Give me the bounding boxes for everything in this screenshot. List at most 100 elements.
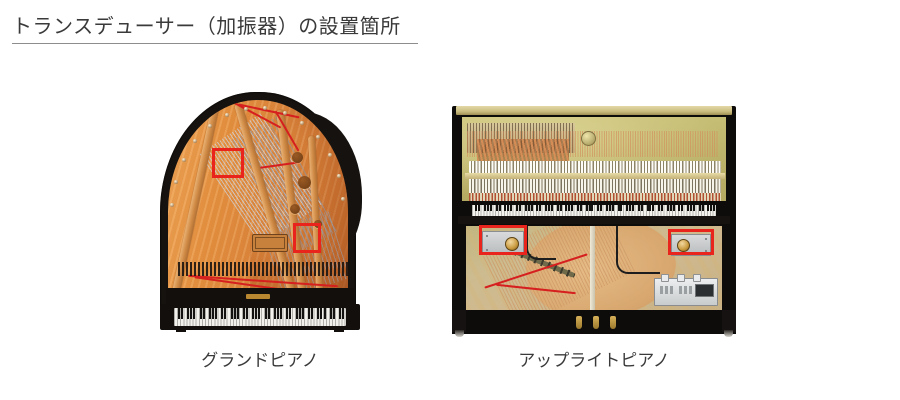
piano-black-key xyxy=(545,205,547,211)
piano-black-key xyxy=(286,308,289,319)
piano-black-key xyxy=(475,205,478,211)
grand-piano-plate-stud xyxy=(181,158,186,162)
upright-piano-pedal xyxy=(576,316,582,329)
piano-black-key xyxy=(530,205,533,211)
grand-piano-damper-row xyxy=(178,262,348,276)
grand-piano-plate-stud xyxy=(244,107,249,111)
grand-piano-plate-stud xyxy=(173,179,178,184)
piano-black-key xyxy=(516,205,518,211)
upright-piano-highlight-box-2 xyxy=(668,229,714,255)
piano-black-key xyxy=(608,205,611,211)
grand-piano-keyboard xyxy=(174,308,346,326)
grand-piano-plate-hole xyxy=(290,204,300,214)
piano-black-key xyxy=(255,308,258,319)
upright-piano-keyboard xyxy=(472,205,716,216)
upright-piano-wippen-row xyxy=(469,193,721,201)
grand-piano-plate-stud xyxy=(263,106,268,111)
grand-piano-plate-stud xyxy=(207,123,212,128)
piano-black-key xyxy=(652,205,655,211)
piano-black-key xyxy=(264,308,267,319)
grand-piano-plate-stud xyxy=(300,120,305,125)
piano-black-key xyxy=(177,308,180,319)
page-title: トランスデューサー（加振器）の設置箇所 xyxy=(12,16,401,38)
piano-black-key xyxy=(190,308,193,319)
piano-black-key xyxy=(550,205,553,211)
piano-black-key xyxy=(576,205,579,211)
grand-piano-stud-ring xyxy=(168,100,348,298)
piano-black-key xyxy=(510,205,513,211)
transducer-bolt xyxy=(486,249,488,251)
piano-black-key xyxy=(666,205,669,211)
piano-black-key xyxy=(710,205,713,211)
piano-black-key xyxy=(489,205,492,211)
caption-grand-piano: グランドピアノ xyxy=(201,351,319,370)
piano-black-key xyxy=(317,308,320,319)
piano-black-key xyxy=(487,205,489,211)
control-unit-jack xyxy=(693,274,701,282)
piano-black-key xyxy=(242,308,245,319)
transducer-driver-icon xyxy=(677,239,690,252)
piano-black-key xyxy=(484,205,487,211)
upright-piano-cable xyxy=(526,226,556,260)
grand-piano-soundboard xyxy=(168,100,348,298)
transducer-bolt xyxy=(486,235,488,237)
piano-black-key xyxy=(556,205,559,211)
piano-black-key xyxy=(585,205,588,211)
grand-piano-plate-stud xyxy=(193,139,198,144)
upright-piano-top-rail xyxy=(456,106,732,115)
piano-black-key xyxy=(524,205,527,211)
piano-black-key xyxy=(187,308,190,319)
piano-black-key xyxy=(208,308,211,319)
piano-black-key xyxy=(629,205,632,211)
control-unit-jack xyxy=(661,274,669,282)
grand-piano-plate-hole xyxy=(298,176,311,189)
piano-black-key xyxy=(527,205,530,211)
piano-black-key xyxy=(308,308,310,319)
grand-piano-plate-stud xyxy=(315,135,320,140)
piano-black-key xyxy=(617,205,620,211)
upright-piano-leg xyxy=(722,310,736,332)
piano-black-key xyxy=(672,205,675,211)
piano-black-key xyxy=(681,205,684,211)
piano-black-key xyxy=(339,308,341,319)
piano-black-key xyxy=(579,205,582,211)
piano-black-key xyxy=(289,308,292,319)
piano-black-key xyxy=(568,205,571,211)
piano-black-key xyxy=(478,205,481,211)
piano-black-key xyxy=(669,205,672,211)
grand-piano-plate-stud xyxy=(170,202,175,207)
piano-black-key xyxy=(632,205,634,211)
upright-piano-highlight-box-1 xyxy=(479,225,527,255)
piano-black-key xyxy=(687,205,690,211)
piano-black-key xyxy=(692,205,695,211)
upright-piano-cable xyxy=(616,226,660,274)
page-title-underline xyxy=(12,43,418,44)
grand-piano-leg xyxy=(176,326,186,332)
caption-upright-piano: アップライトピアノ xyxy=(518,351,670,370)
piano-black-key xyxy=(504,205,507,211)
piano-black-key xyxy=(202,308,205,319)
piano-black-key xyxy=(215,308,217,319)
piano-black-key xyxy=(600,205,603,211)
piano-black-key xyxy=(230,308,233,319)
piano-black-key xyxy=(199,308,202,319)
piano-black-key xyxy=(658,205,661,211)
piano-black-key xyxy=(565,205,568,211)
control-unit-vent xyxy=(679,286,682,294)
control-unit-vent xyxy=(670,286,673,294)
piano-black-key xyxy=(224,308,227,319)
upright-piano-back-post xyxy=(590,226,595,310)
piano-black-key xyxy=(646,205,649,211)
piano-black-key xyxy=(518,205,521,211)
piano-black-key xyxy=(298,308,301,319)
piano-black-key xyxy=(507,205,510,211)
piano-black-key xyxy=(678,205,681,211)
piano-black-key xyxy=(571,205,574,211)
control-unit-vent xyxy=(684,286,687,294)
grand-piano-leg xyxy=(334,326,344,332)
piano-black-key xyxy=(277,308,279,319)
piano-black-key xyxy=(591,205,594,211)
piano-black-key xyxy=(637,205,640,211)
grand-piano-name-badge xyxy=(246,294,270,299)
piano-black-key xyxy=(252,308,255,319)
